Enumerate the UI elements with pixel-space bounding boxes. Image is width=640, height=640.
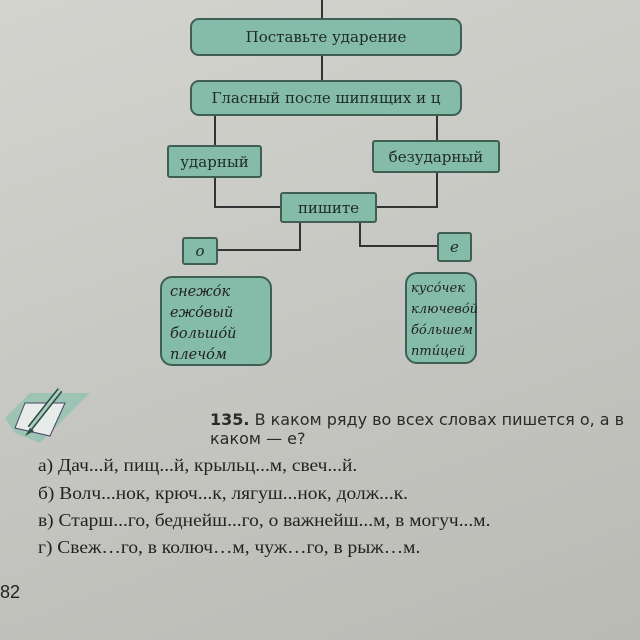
- box-stressed: ударный: [167, 145, 262, 178]
- box-vowel-after-sibilants: Гласный после шипящих и ц: [190, 80, 462, 116]
- pencil-icon: [5, 388, 90, 443]
- option-a: а) Дач...й, пищ...й, крыльц...м, свеч...…: [38, 455, 358, 475]
- page-number: 82: [0, 582, 21, 602]
- box-unstressed: безударный: [372, 140, 500, 173]
- word: кусо́чек: [411, 281, 465, 296]
- option-g: г) Свеж…го, в колюч…м, чуж…го, в рыж…м.: [38, 537, 421, 557]
- word: бо́льшем: [411, 323, 473, 338]
- option-b: б) Волч...нок, крюч...к, лягуш...нок, до…: [38, 483, 409, 503]
- box-e: е: [437, 232, 472, 262]
- word: ключево́й: [411, 302, 479, 317]
- box-write: пишите: [280, 192, 377, 223]
- question-text: В каком ряду во всех словах пишется о, а…: [210, 410, 625, 448]
- box-o: о: [182, 237, 218, 265]
- word: большо́й: [170, 326, 237, 342]
- o-words-box: снежо́к ежо́вый большо́й плечо́м: [160, 276, 272, 366]
- box-stress: Поставьте ударение: [190, 18, 462, 56]
- option-v: в) Старш...го, беднейш...го, о важнейш..…: [38, 510, 491, 530]
- word: снежо́к: [170, 284, 231, 300]
- e-words-box: кусо́чек ключево́й бо́льшем пти́цей: [405, 272, 479, 364]
- word: ежо́вый: [170, 305, 234, 321]
- word: плечо́м: [170, 347, 227, 363]
- exercise-number: 135.: [210, 410, 250, 429]
- exercise-question: 135. В каком ряду во всех словах пишется…: [210, 410, 640, 448]
- word: пти́цей: [411, 344, 466, 359]
